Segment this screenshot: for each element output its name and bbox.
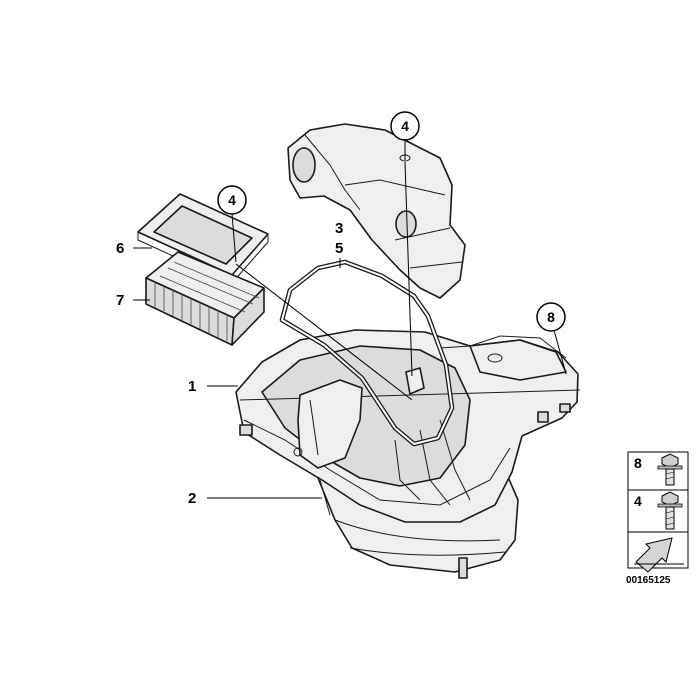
long-bolt-icon xyxy=(657,491,683,530)
callout-labels: 1 2 3 5 6 7 xyxy=(116,220,343,507)
callout-6: 6 xyxy=(116,240,124,257)
legend-item-8-number: 8 xyxy=(634,455,642,471)
diagram-reference-number: 00165125 xyxy=(626,575,671,586)
callout-2: 2 xyxy=(188,490,196,507)
filter-element xyxy=(145,251,265,346)
short-bolt-icon xyxy=(657,453,683,486)
callout-1: 1 xyxy=(188,378,196,395)
callout-7: 7 xyxy=(116,292,124,309)
intake-cover xyxy=(287,123,466,299)
fastener-legend: 8 4 xyxy=(627,451,689,573)
gasket-seal xyxy=(279,259,455,447)
circled-callout-4-top: 4 xyxy=(401,118,409,134)
circled-callout-top: 4 xyxy=(390,111,420,141)
leader-lines xyxy=(133,140,567,499)
direction-arrow-icon xyxy=(634,537,684,573)
callout-3: 3 xyxy=(335,220,343,237)
circled-callout-4-filter: 4 xyxy=(228,192,236,208)
legend-item-4-number: 4 xyxy=(634,493,642,509)
circled-callout-filter: 4 xyxy=(217,185,247,215)
circled-callout-right: 8 xyxy=(536,302,566,332)
callout-5: 5 xyxy=(335,240,343,257)
upper-housing xyxy=(235,329,581,523)
circled-callout-8: 8 xyxy=(547,309,555,325)
